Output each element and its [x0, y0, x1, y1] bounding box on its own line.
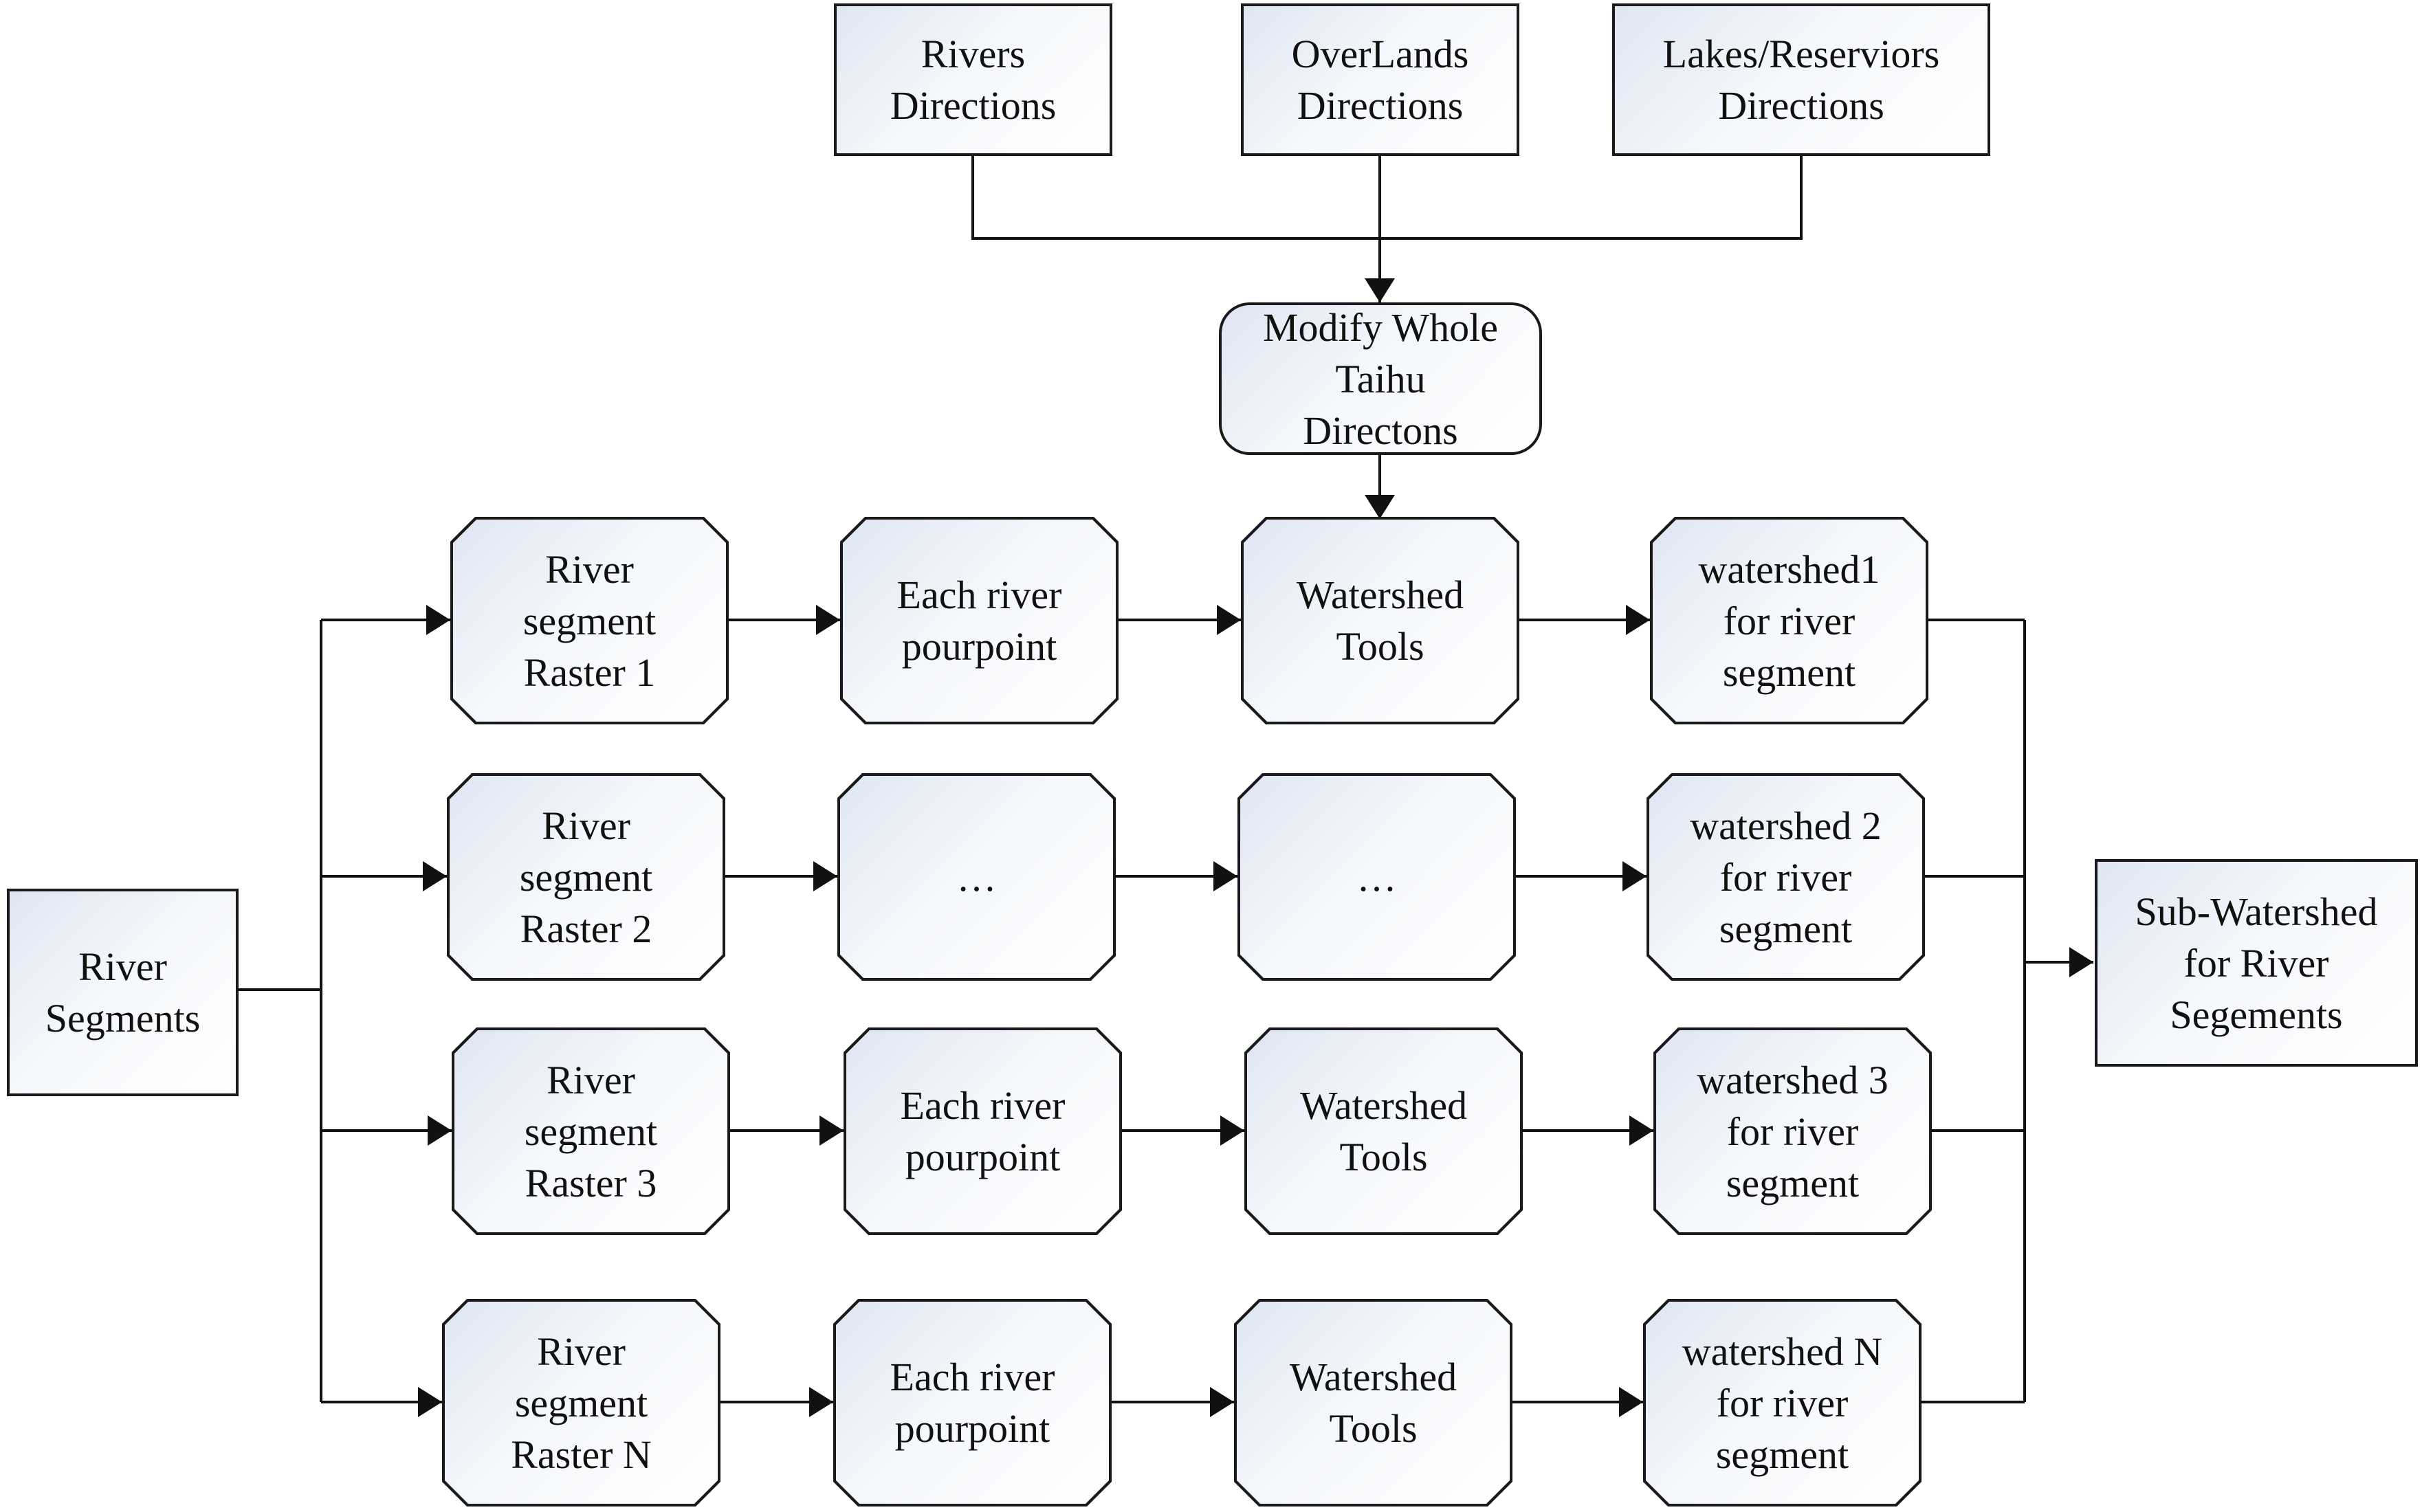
overlands-directions-box: OverLands Directions [1241, 3, 1519, 156]
river-segments-line-1: River [78, 944, 167, 989]
river-segment-raster-1-box: River segment Raster 1 [450, 517, 729, 724]
watershed-1-box: watershed1 for river segment [1650, 517, 1928, 724]
pourpoint-3-line-2: pourpoint [905, 1135, 1061, 1179]
river-segment-raster-2-box: River segment Raster 2 [447, 773, 725, 981]
tools-1-line-1: Watershed [1296, 572, 1464, 617]
river-segments-box: River Segments [7, 889, 239, 1096]
output-line-1: Sub-Watershed [2135, 889, 2378, 934]
watershed-1-line-3: segment [1722, 649, 1856, 695]
raster-1-line-1: River [545, 546, 634, 592]
lakes-reservoirs-directions-box: Lakes/Reserviors Directions [1612, 3, 1990, 156]
tools-1-line-2: Tools [1336, 624, 1424, 669]
input-merge-line [971, 155, 1803, 240]
each-river-pourpoint-n-box: Each river pourpoint [833, 1299, 1112, 1507]
raster-n-line-2: segment [514, 1380, 648, 1425]
watershed-2-line-2: for river [1719, 854, 1852, 900]
watershed-1-line-2: for river [1723, 598, 1856, 643]
modify-line-3: Directons [1303, 408, 1458, 453]
tools-3-line-1: Watershed [1299, 1083, 1468, 1128]
watershed-2-line-1: watershed 2 [1690, 803, 1882, 848]
raster-n-line-1: River [537, 1328, 626, 1374]
each-river-pourpoint-3-box: Each river pourpoint [844, 1027, 1122, 1235]
watershed-n-line-3: segment [1715, 1432, 1849, 1477]
watershed-3-line-2: for river [1726, 1109, 1859, 1154]
watershed-n-line-1: watershed N [1682, 1328, 1883, 1374]
watershed-2-line-3: segment [1719, 906, 1853, 951]
raster-1-line-3: Raster 1 [523, 649, 656, 695]
pourpoint-1-line-2: pourpoint [901, 624, 1057, 669]
tools-ellipsis-box: … [1237, 773, 1516, 981]
each-river-pourpoint-1-box: Each river pourpoint [840, 517, 1119, 724]
raster-3-line-2: segment [524, 1109, 658, 1154]
watershed-tools-3-box: Watershed Tools [1244, 1027, 1523, 1235]
raster-2-line-3: Raster 2 [520, 906, 652, 951]
output-line-2: for River [2183, 940, 2329, 986]
overlands-directions-line-2: Directions [1297, 83, 1464, 128]
lakes-directions-line-2: Directions [1718, 83, 1884, 128]
modify-line-1: Modify Whole [1262, 304, 1499, 350]
pourpoint-3-line-1: Each river [900, 1083, 1066, 1128]
raster-3-line-1: River [547, 1057, 635, 1102]
tools-ellipsis-text: … [1356, 854, 1397, 900]
watershed-2-box: watershed 2 for river segment [1647, 773, 1925, 981]
watershed-3-line-1: watershed 3 [1697, 1057, 1889, 1102]
tools-n-line-2: Tools [1329, 1406, 1418, 1451]
raster-n-line-3: Raster N [511, 1432, 652, 1477]
tools-3-line-2: Tools [1339, 1135, 1428, 1179]
sub-watershed-output-box: Sub-Watershed for River Segements [2095, 859, 2418, 1067]
pourpoint-n-line-1: Each river [890, 1355, 1055, 1399]
river-segment-raster-n-box: River segment Raster N [442, 1299, 720, 1507]
pourpoint-ellipsis-box: … [837, 773, 1116, 981]
river-segments-line-2: Segments [45, 996, 201, 1041]
raster-2-line-2: segment [519, 854, 653, 900]
modify-line-2: Taihu [1335, 356, 1426, 401]
lakes-directions-line-1: Lakes/Reserviors [1662, 32, 1940, 76]
river-segment-raster-3-box: River segment Raster 3 [452, 1027, 730, 1235]
watershed-1-line-1: watershed1 [1698, 546, 1880, 592]
rivers-directions-line-2: Directions [890, 83, 1057, 128]
watershed-tools-1-box: Watershed Tools [1241, 517, 1519, 724]
watershed-tools-n-box: Watershed Tools [1234, 1299, 1512, 1507]
output-line-3: Segements [2170, 992, 2343, 1037]
raster-2-line-1: River [542, 803, 630, 848]
watershed-3-line-3: segment [1726, 1160, 1860, 1205]
rivers-directions-line-1: Rivers [921, 32, 1026, 76]
watershed-n-line-2: for river [1716, 1380, 1849, 1425]
overlands-directions-line-1: OverLands [1291, 32, 1469, 76]
raster-3-line-3: Raster 3 [525, 1160, 657, 1205]
tools-n-line-1: Watershed [1289, 1355, 1457, 1399]
watershed-3-box: watershed 3 for river segment [1653, 1027, 1932, 1235]
pourpoint-n-line-2: pourpoint [894, 1406, 1050, 1451]
pourpoint-ellipsis-text: … [956, 854, 997, 900]
watershed-n-box: watershed N for river segment [1643, 1299, 1922, 1507]
modify-taihu-directions-box: Modify Whole Taihu Directons [1219, 302, 1542, 455]
pourpoint-1-line-1: Each river [896, 572, 1062, 617]
raster-1-line-2: segment [522, 598, 657, 643]
